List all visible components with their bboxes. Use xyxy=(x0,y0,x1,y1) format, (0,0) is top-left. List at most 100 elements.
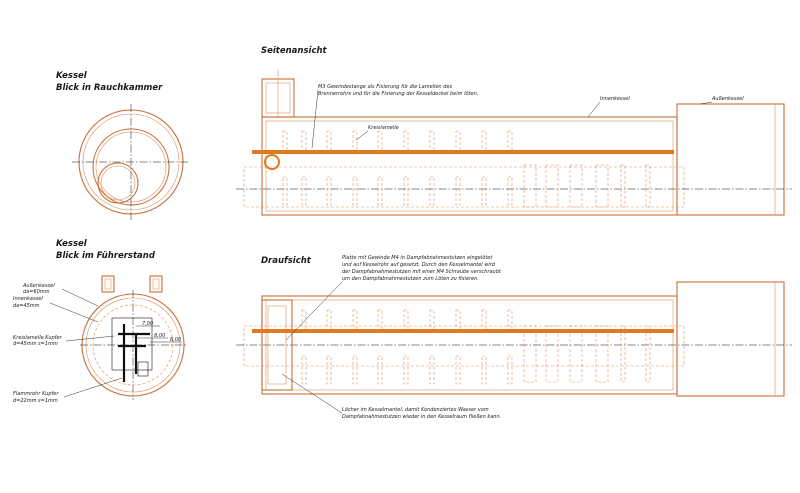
side-lamella-leader xyxy=(355,130,369,141)
rear-right-lug-hole xyxy=(152,278,160,290)
top-lamella xyxy=(455,309,461,333)
top-holes-note-leader xyxy=(281,373,343,414)
top-lamellae xyxy=(301,309,651,385)
side-wide-lamella xyxy=(523,164,537,208)
side-lamella xyxy=(377,130,383,154)
side-lamella xyxy=(455,130,461,154)
side-wide-lamella xyxy=(545,164,559,208)
top-lamella xyxy=(352,309,358,333)
rear-view: Kessel Blick im Führerstand 7,00 8,00 8,… xyxy=(13,239,186,404)
label-lamella-dim: d=45mm s=1mm xyxy=(13,341,58,347)
rear-view-title-line1: Kessel xyxy=(56,239,88,249)
leader-flue xyxy=(63,377,123,398)
label-outer-shell-dim: da=60mm xyxy=(23,289,50,295)
top-burner-tube xyxy=(243,325,685,367)
top-steam-socket xyxy=(261,299,293,391)
rear-dim-3: 8,00 xyxy=(170,337,181,343)
side-inner-shell-wall xyxy=(265,120,674,212)
leader-lamella xyxy=(65,335,115,342)
top-lamella xyxy=(403,355,409,385)
top-lamella xyxy=(326,309,332,333)
side-lamella xyxy=(282,176,288,206)
leader-inner-shell xyxy=(49,302,99,323)
top-note-line4: um den Dampfabnahmestutzen zum Löten zu … xyxy=(342,276,479,282)
top-lamella xyxy=(403,309,409,333)
top-note-line2: und auf Kesselrohr auf gesetzt. Durch de… xyxy=(342,262,496,268)
rear-left-lug xyxy=(101,275,115,293)
side-inner-shell xyxy=(261,116,678,216)
rear-dim-2: 8,00 xyxy=(154,333,165,339)
top-view-title: Draufsicht xyxy=(261,256,312,266)
side-outer-shell xyxy=(676,103,785,216)
side-lamella xyxy=(352,130,358,154)
top-lamella xyxy=(645,325,651,383)
front-view-title-line1: Kessel xyxy=(56,71,88,81)
top-lamella xyxy=(507,309,513,333)
label-inner-shell-dim: da=45mm xyxy=(13,303,40,309)
side-rod-note-leader xyxy=(311,89,319,149)
side-lamella xyxy=(326,176,332,206)
top-lamella xyxy=(377,309,383,333)
label-outer-shell-name: Außenkessel xyxy=(22,283,55,289)
side-lamella xyxy=(403,176,409,206)
side-lamella xyxy=(507,176,513,206)
front-view: Kessel Blick in Rauchkammer xyxy=(56,71,190,220)
top-steam-socket-inner xyxy=(267,305,287,385)
rear-view-title-line2: Blick im Führerstand xyxy=(56,251,156,261)
front-flue-tube xyxy=(97,162,139,204)
top-note-line1: Platte mit Gewinde M4 in Dampfabnahmestu… xyxy=(342,255,493,261)
side-lamella xyxy=(352,176,358,206)
top-wide-lamella xyxy=(595,325,609,383)
rear-left-lug-hole xyxy=(104,278,112,290)
top-lamella xyxy=(352,355,358,385)
leader-outer-shell xyxy=(61,288,99,307)
top-lamella xyxy=(377,355,383,385)
side-burner-tube xyxy=(243,166,685,208)
side-rod-nut xyxy=(264,154,280,170)
label-flue-dim: d=22mm s=1mm xyxy=(13,398,58,404)
top-lamella xyxy=(429,309,435,333)
top-outer-shell xyxy=(676,281,785,397)
side-lamella xyxy=(481,176,487,206)
side-lamella xyxy=(403,130,409,154)
side-lamella xyxy=(429,130,435,154)
label-flue-name: Flammrohr Kupfer xyxy=(13,391,59,397)
side-inner-shell-leader xyxy=(587,101,601,118)
label-lamella-name: Kreislamelle Kupfer xyxy=(13,335,63,341)
side-outer-shell-leader xyxy=(699,101,713,105)
side-label-inner-shell: Innenkessel xyxy=(600,96,630,102)
top-holes-note-line2: Dampfabnahmestutzen wieder in den Kessel… xyxy=(342,414,501,420)
side-wide-lamella xyxy=(595,164,609,208)
side-lamella xyxy=(301,130,307,154)
side-lamella xyxy=(301,176,307,206)
side-wide-lamella xyxy=(569,164,583,208)
rear-burner-frame xyxy=(111,317,153,371)
side-lamella xyxy=(481,130,487,154)
top-view: Draufsicht xyxy=(236,255,792,420)
side-view-title: Seitenansicht xyxy=(261,46,328,56)
front-view-title-line2: Blick in Rauchkammer xyxy=(56,83,163,93)
top-wide-lamella xyxy=(569,325,583,383)
side-lamella xyxy=(429,176,435,206)
side-label-lamella: Kreislamelle xyxy=(368,125,399,131)
top-lamella xyxy=(620,325,626,383)
side-lamella xyxy=(377,176,383,206)
side-lamellae xyxy=(282,130,651,208)
side-lamella xyxy=(507,130,513,154)
side-lamella xyxy=(645,164,651,208)
top-holes-note-line1: Löcher im Kesselmantel, damit Kondenzier… xyxy=(342,407,489,413)
top-wide-lamella xyxy=(523,325,537,383)
side-lamella xyxy=(282,130,288,154)
side-lamella xyxy=(326,130,332,154)
top-lamella xyxy=(455,355,461,385)
top-lamella xyxy=(326,355,332,385)
label-inner-shell-name: Innenkessel xyxy=(13,296,43,302)
top-note-leader xyxy=(285,281,343,341)
top-lamella xyxy=(301,355,307,385)
rear-right-lug xyxy=(149,275,163,293)
rear-flue-outlet xyxy=(137,361,149,377)
side-rod-note-line2: Brennerrohrs und für die Fixierung der K… xyxy=(318,91,478,97)
side-lamella xyxy=(455,176,461,206)
side-rod-note-line1: M3 Gewindestange als Fixierung für die L… xyxy=(318,84,453,90)
